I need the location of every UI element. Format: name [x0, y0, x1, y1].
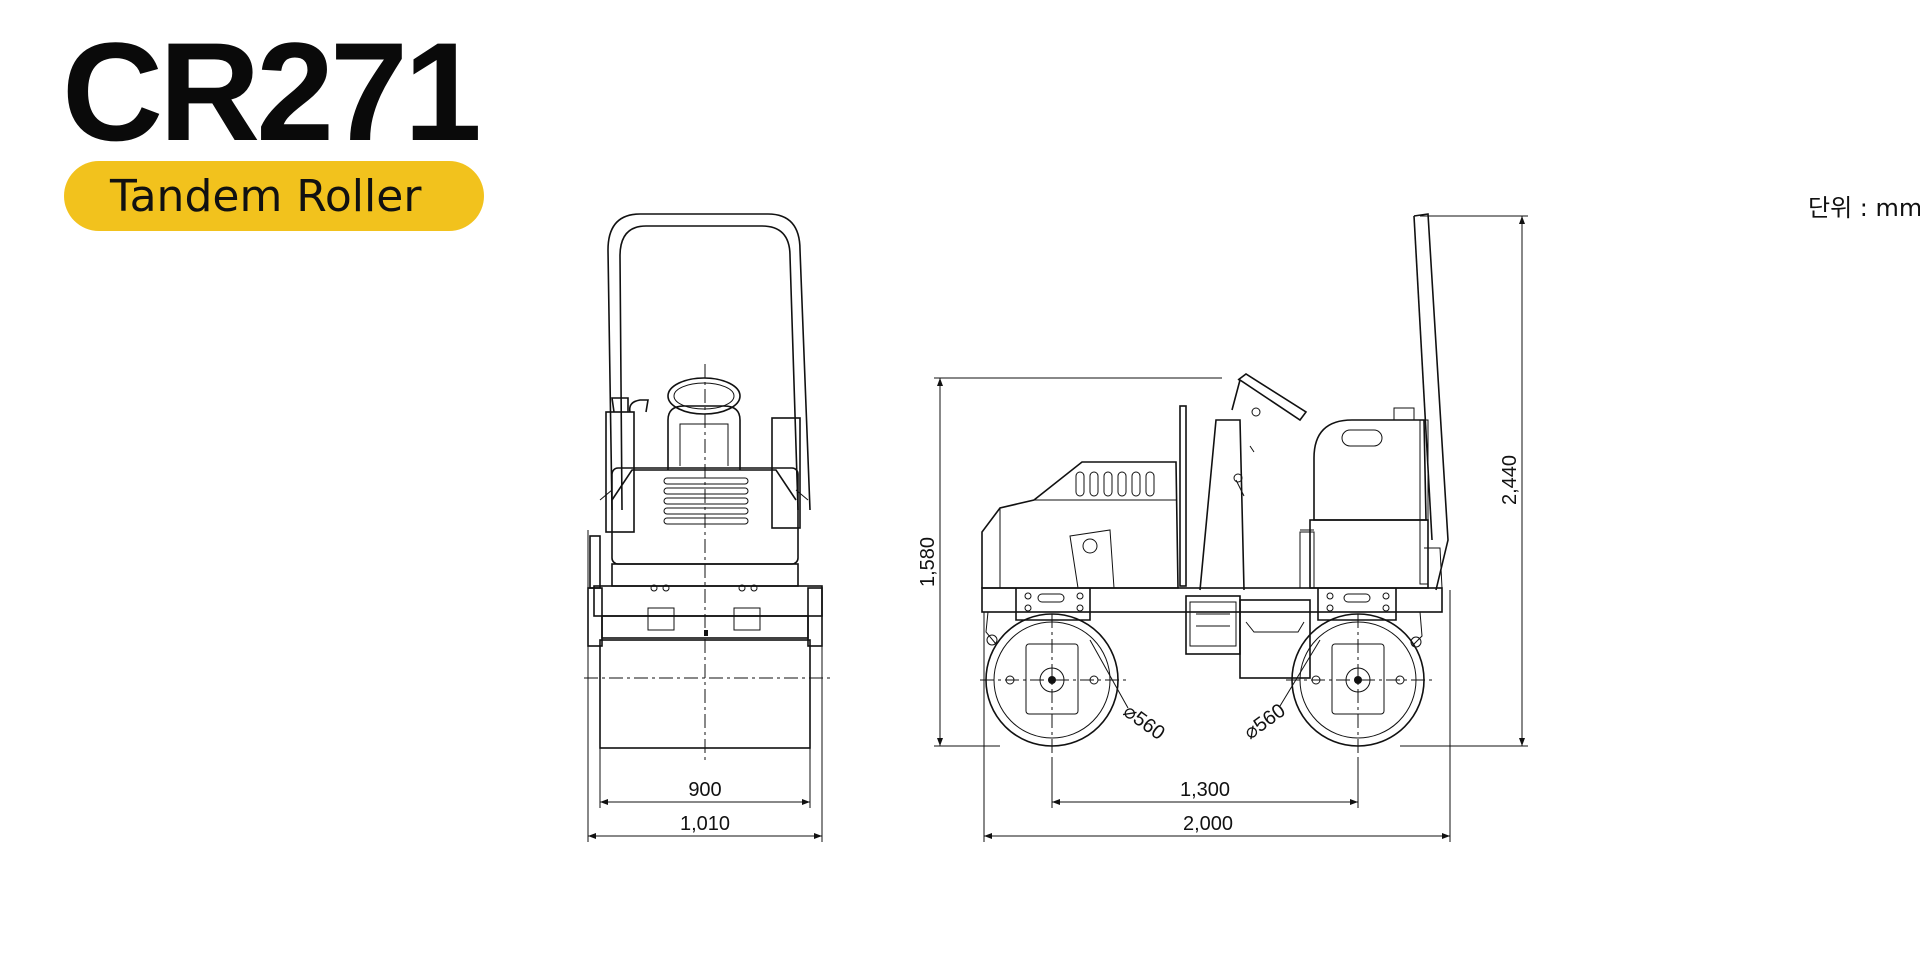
front-drum-diameter: ⌀560: [1119, 700, 1169, 744]
unit-label: 단위 : mm: [1808, 194, 1920, 222]
side-dimensions: [934, 215, 1528, 842]
model-name: CR271: [62, 13, 482, 170]
hood-vents: [1075, 471, 1155, 497]
product-type-label: Tandem Roller: [110, 170, 422, 222]
overall-width-dimension: 1,010: [680, 813, 730, 835]
wheelbase-dimension: 1,300: [1180, 779, 1230, 801]
side-view: [980, 213, 1449, 760]
overall-height-dimension: 2,440: [1499, 455, 1521, 505]
hood-height-dimension: 1,580: [917, 537, 939, 587]
front-dimensions: [587, 646, 823, 842]
rear-drum-side: [1286, 613, 1432, 760]
product-type-badge: Tandem Roller: [64, 161, 484, 231]
rear-drum-diameter: ⌀560: [1240, 700, 1290, 744]
front-grille: [663, 477, 749, 525]
overall-length-dimension: 2,000: [1183, 813, 1233, 835]
front-view: [584, 213, 830, 760]
drum-width-dimension: 900: [688, 779, 721, 801]
front-drum-side: [980, 613, 1126, 760]
